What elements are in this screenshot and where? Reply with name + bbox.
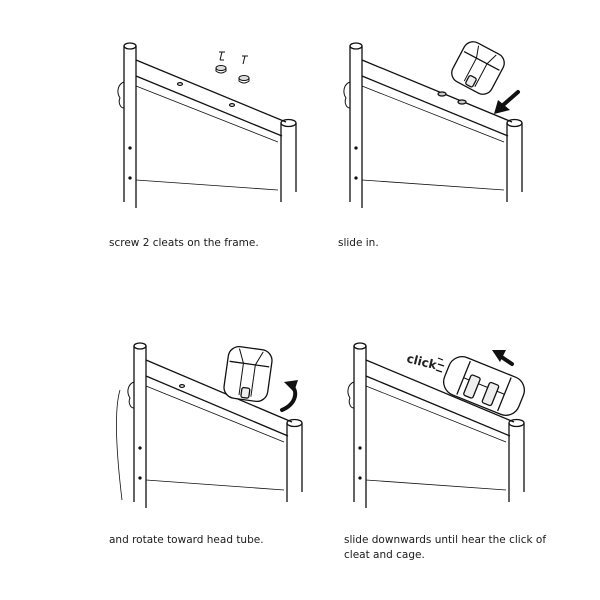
screw-icon <box>215 51 227 74</box>
step-1-frame-drawing <box>117 42 297 208</box>
step-4-caption: slide downwards until hear the click of … <box>344 533 546 563</box>
click-arrow-icon <box>492 350 514 366</box>
top-tube <box>145 359 293 423</box>
step-2-frame-drawing <box>343 41 523 208</box>
bottle-cage-icon <box>451 41 505 95</box>
top-tube <box>365 359 515 423</box>
step-4-caption-line-2: cleat and cage. <box>344 549 425 561</box>
step-4-frame-drawing: click <box>347 342 526 508</box>
screw-icon <box>238 55 250 84</box>
top-tube <box>135 59 287 123</box>
step-2-illustration <box>330 30 550 220</box>
step-2-caption: slide in. <box>338 237 379 249</box>
step-3-caption: and rotate toward head tube. <box>109 534 264 546</box>
step-3-illustration <box>100 330 320 520</box>
step-1-illustration <box>100 30 320 220</box>
slide-arrow-icon <box>494 90 520 114</box>
step-3-frame-drawing <box>116 342 303 508</box>
top-tube <box>361 59 513 123</box>
step-4-caption-line-1: slide downwards until hear the click of <box>344 534 547 546</box>
step-4-illustration: click <box>330 330 550 520</box>
bottle-cage-icon <box>223 345 273 403</box>
click-burst-icon <box>435 357 445 373</box>
rotate-arrow-icon <box>280 380 298 412</box>
step-1-caption: screw 2 cleats on the frame. <box>109 237 259 249</box>
click-label: click <box>405 351 439 372</box>
bottle-cage-icon <box>442 356 526 416</box>
